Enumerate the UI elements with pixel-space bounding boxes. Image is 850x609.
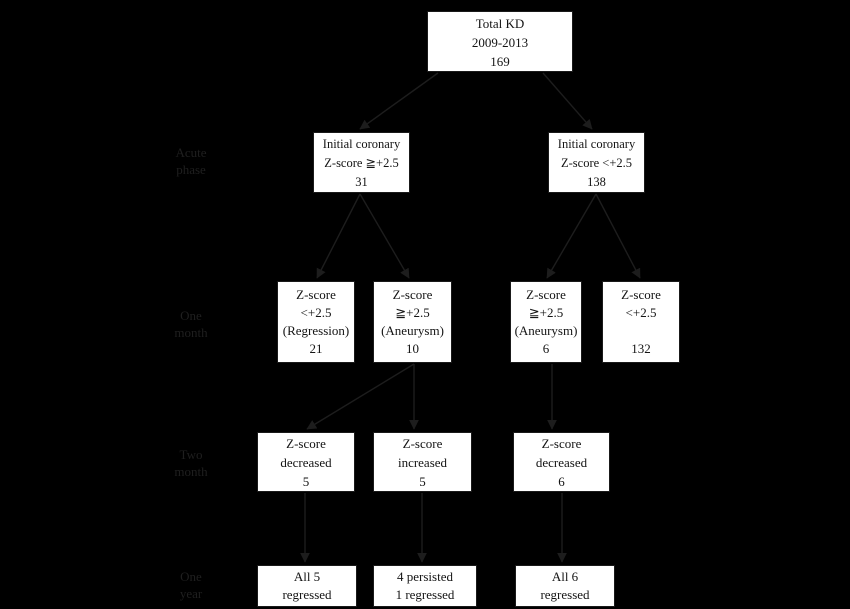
node-all-6-regressed: All 6 regressed	[515, 565, 615, 607]
node-text-line: 6	[542, 341, 550, 356]
node-text-line: (Aneurysm)	[381, 323, 444, 338]
node-text-line: 138	[587, 175, 606, 189]
node-text-line: ≧+2.5	[528, 305, 564, 320]
node-text-line: (Aneurysm)	[514, 323, 578, 338]
arrow-aneurysm10-to-decreased5	[306, 363, 415, 430]
node-aneurysm-10: Z-score ≧+2.5 (Aneurysm) 10	[373, 281, 452, 363]
phase-label-text: year	[179, 586, 203, 601]
node-4-persisted-1-regressed: 4 persisted 1 regressed	[373, 565, 477, 607]
node-text-line: All 6	[551, 569, 579, 584]
node-text-line: <+2.5	[300, 305, 332, 320]
phase-label-text: month	[174, 464, 208, 479]
node-text-line: <+2.5	[625, 305, 657, 320]
phase-label-one-month: One month	[158, 307, 224, 341]
phase-label-text: phase	[176, 162, 206, 177]
node-text-line: Z-score	[286, 436, 326, 451]
node-text-line: 169	[490, 54, 510, 69]
node-text-line: decreased	[535, 455, 588, 470]
node-text-line: Z-score	[296, 287, 336, 302]
node-zscore-lt25-132: Z-score <+2.5 132	[602, 281, 680, 363]
node-initial-zscore-ge25: Initial coronary Z-score ≧+2.5 31	[313, 132, 410, 193]
node-text-line: Initial coronary	[322, 137, 401, 151]
phase-label-text: Acute	[175, 145, 207, 160]
node-text-line: 132	[631, 341, 651, 356]
phase-label-acute: Acute phase	[158, 144, 224, 178]
node-zscore-decreased-5: Z-score decreased 5	[257, 432, 355, 492]
node-text-line: 5	[302, 474, 310, 489]
node-text-line: decreased	[280, 455, 332, 470]
phase-label-one-year: One year	[158, 568, 224, 602]
node-text-line: ≧+2.5	[395, 305, 430, 320]
node-text-line: Z-score	[621, 287, 661, 302]
node-text-line: 10	[406, 341, 419, 356]
node-text-line: Initial coronary	[557, 137, 636, 151]
node-text-line: 6	[558, 474, 565, 489]
node-text-line: Z-score	[392, 287, 433, 302]
node-all-5-regressed: All 5 regressed	[257, 565, 357, 607]
node-initial-zscore-lt25: Initial coronary Z-score <+2.5 138	[548, 132, 645, 193]
node-text-line: 1 regressed	[395, 587, 455, 602]
node-text-line: regressed	[282, 587, 332, 602]
arrow-totalkd-to-initial-high	[359, 72, 439, 130]
node-text-line: 31	[355, 175, 368, 189]
node-text-line	[603, 322, 679, 340]
phase-label-text: month	[174, 325, 208, 340]
arrow-high-to-aneurysm10	[359, 193, 410, 279]
phase-label-two-month: Two month	[158, 446, 224, 480]
arrow-totalkd-to-initial-low	[542, 72, 593, 130]
node-text-line: 21	[309, 341, 323, 356]
node-text-line: Z-score	[526, 287, 566, 302]
phase-label-text: One	[180, 308, 202, 323]
node-total-kd: Total KD 2009-2013 169	[427, 11, 573, 72]
node-zscore-decreased-6: Z-score decreased 6	[513, 432, 610, 492]
node-text-line: increased	[397, 455, 448, 470]
node-zscore-increased-5: Z-score increased 5	[373, 432, 472, 492]
arrow-low-to-aneurysm6	[546, 193, 597, 279]
node-regression-21: Z-score <+2.5 (Regression) 21	[277, 281, 355, 363]
arrow-low-to-132	[595, 193, 641, 279]
node-text-line: Z-score	[541, 436, 582, 451]
phase-label-text: Two	[179, 447, 203, 462]
node-text-line: Total KD	[475, 16, 525, 31]
node-text-line: Z-score	[402, 436, 443, 451]
node-text-line: 5	[419, 474, 426, 489]
node-aneurysm-6: Z-score ≧+2.5 (Aneurysm) 6	[510, 281, 582, 363]
node-text-line: Z-score ≧+2.5	[324, 156, 399, 170]
node-text-line: 2009-2013	[471, 35, 529, 50]
node-text-line: 4 persisted	[397, 569, 453, 584]
node-text-line: (Regression)	[282, 323, 350, 338]
node-text-line: regressed	[540, 587, 590, 602]
phase-label-text: One	[180, 569, 202, 584]
node-text-line: Z-score <+2.5	[560, 156, 633, 170]
arrow-high-to-regression21	[316, 193, 361, 279]
node-text-line: All 5	[293, 569, 321, 584]
